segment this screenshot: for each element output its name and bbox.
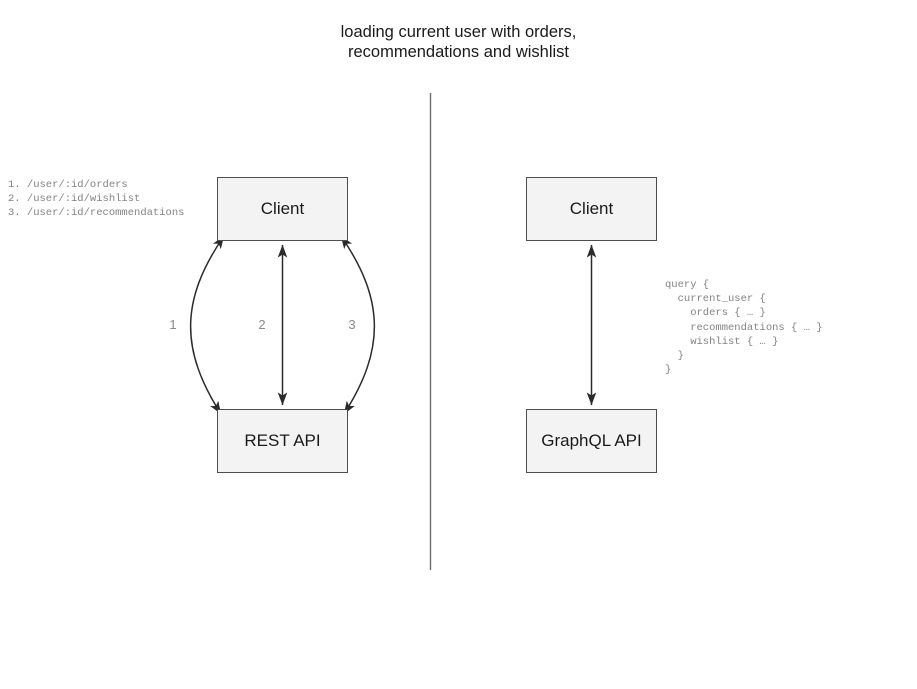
- node-client-rest[interactable]: Client: [217, 177, 348, 241]
- graphql-query-snippet: query { current_user { orders { … } reco…: [665, 279, 823, 377]
- node-rest-api[interactable]: REST API: [217, 409, 348, 473]
- rest-endpoints-list: 1. /user/:id/orders 2. /user/:id/wishlis…: [8, 179, 185, 220]
- node-rest-api-label: REST API: [244, 431, 321, 450]
- page-title: loading current user with orders, recomm…: [340, 23, 577, 61]
- node-graphql-api[interactable]: GraphQL API: [526, 409, 657, 473]
- node-client-graphql[interactable]: Client: [526, 177, 657, 241]
- edge-recommendations-curve: [340, 235, 376, 415]
- node-client-graphql-label: Client: [569, 199, 614, 218]
- edge-label-orders: 1: [169, 317, 177, 332]
- node-graphql-api-label: GraphQL API: [541, 431, 642, 450]
- node-client-rest-label: Client: [260, 199, 305, 218]
- edge-label-wishlist: 2: [258, 317, 266, 332]
- edge-orders-curve: [189, 235, 225, 415]
- edge-label-recommendations: 3: [348, 317, 356, 332]
